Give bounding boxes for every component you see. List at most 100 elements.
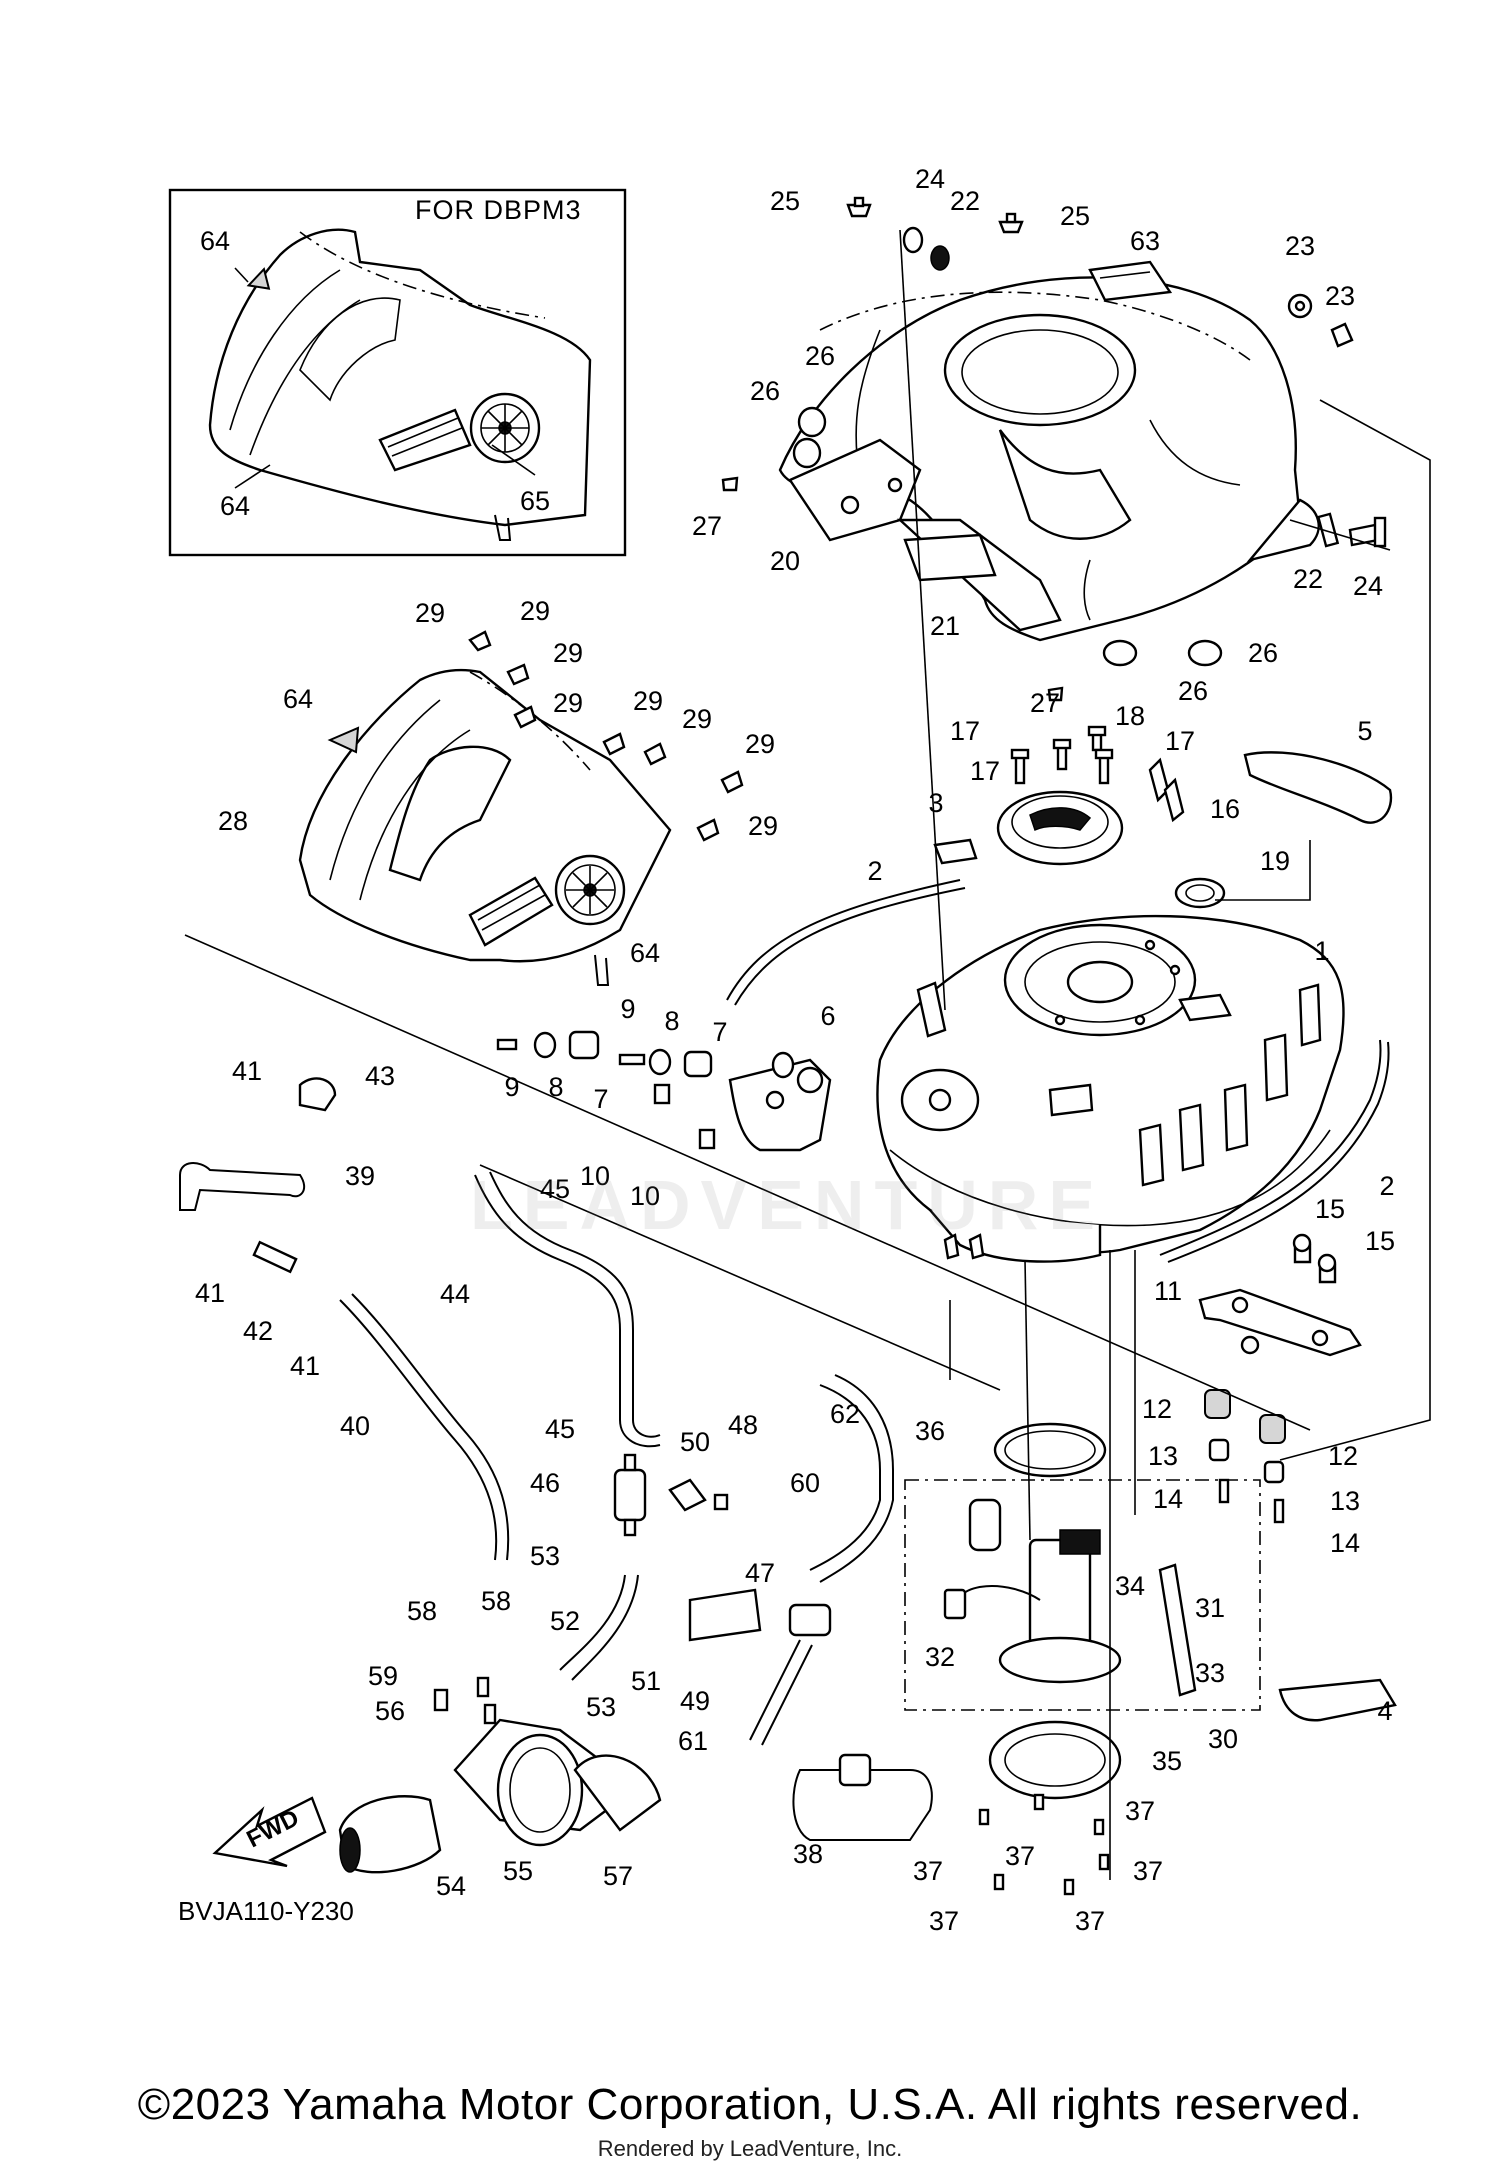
callout-label: 44 — [440, 1279, 470, 1309]
copyright-notice: ©2023 Yamaha Motor Corporation, U.S.A. A… — [137, 2080, 1363, 2129]
hose-parts — [179, 1077, 894, 1746]
callout-label: 17 — [1165, 726, 1195, 756]
callout-label: 37 — [913, 1856, 943, 1886]
callout-label: 40 — [340, 1411, 370, 1441]
callout-label: 25 — [1060, 201, 1090, 231]
callout-label: 41 — [290, 1351, 320, 1381]
callout-label: 29 — [682, 704, 712, 734]
callout-label: 19 — [1260, 846, 1290, 876]
callout-label: 29 — [415, 598, 445, 628]
callout-label: 41 — [195, 1278, 225, 1308]
callout-label: 27 — [1030, 688, 1060, 718]
callout-label: 30 — [1208, 1724, 1238, 1754]
callout-label: 23 — [1325, 281, 1355, 311]
callout-label: 64 — [200, 226, 230, 256]
callout-label: 12 — [1328, 1441, 1358, 1471]
callout-label: 24 — [1353, 571, 1383, 601]
callout-label: 49 — [680, 1686, 710, 1716]
callout-label: 17 — [970, 756, 1000, 786]
callout-label: 14 — [1153, 1484, 1183, 1514]
callout-label: 4 — [1377, 1696, 1392, 1726]
inset-panel: FOR DBPM3 — [168, 188, 627, 557]
callout-label: 63 — [1130, 226, 1160, 256]
callout-label: 2 — [1379, 1171, 1394, 1201]
callout-label: 23 — [1285, 231, 1315, 261]
callout-label: 61 — [678, 1726, 708, 1756]
callout-label: 65 — [520, 486, 550, 516]
callout-label: 11 — [1154, 1276, 1182, 1306]
callout-label: 37 — [1075, 1906, 1105, 1936]
upper-tank-cover — [778, 260, 1320, 642]
callout-label: 27 — [692, 511, 722, 541]
callout-label: 34 — [1115, 1571, 1145, 1601]
callout-label: 2 — [867, 856, 882, 886]
callout-label: 59 — [368, 1661, 398, 1691]
callout-label: 10 — [580, 1161, 610, 1191]
callout-label: 54 — [436, 1871, 466, 1901]
callout-label: 8 — [664, 1006, 679, 1036]
callout-label: 64 — [283, 684, 313, 714]
callout-label: 25 — [770, 186, 800, 216]
callout-label: 45 — [545, 1414, 575, 1444]
side-cover-28 — [298, 630, 744, 986]
callout-label: 39 — [345, 1161, 375, 1191]
callout-label: 53 — [530, 1541, 560, 1571]
callout-label: 53 — [586, 1692, 616, 1722]
callout-label: 26 — [805, 341, 835, 371]
callout-label: 50 — [680, 1427, 710, 1457]
callout-label: 31 — [1195, 1593, 1225, 1623]
callout-label: 57 — [603, 1861, 633, 1891]
callout-label: 43 — [365, 1061, 395, 1091]
callout-label: 7 — [593, 1084, 608, 1114]
callout-label: 56 — [375, 1696, 405, 1726]
callout-label: 29 — [553, 688, 583, 718]
callout-label: 13 — [1148, 1441, 1178, 1471]
callout-label: 7 — [712, 1017, 727, 1047]
callout-label: 22 — [950, 186, 980, 216]
callout-label: 64 — [630, 938, 660, 968]
filler-cap-parts — [933, 725, 1393, 909]
callout-label: 8 — [548, 1072, 563, 1102]
seal-2-left — [726, 879, 966, 1006]
top-fasteners — [721, 196, 1387, 702]
callout-label: 64 — [220, 491, 250, 521]
callout-label: 29 — [748, 811, 778, 841]
callout-label: 37 — [1133, 1856, 1163, 1886]
callout-label: 35 — [1152, 1746, 1182, 1776]
callout-label: 37 — [1005, 1841, 1035, 1871]
callout-label: 47 — [745, 1558, 775, 1588]
callout-label: 17 — [950, 716, 980, 746]
front-bracket-6 — [496, 1030, 832, 1152]
callout-label: 37 — [929, 1906, 959, 1936]
callout-label: 60 — [790, 1468, 820, 1498]
callout-label: 46 — [530, 1468, 560, 1498]
callout-label: 6 — [820, 1001, 835, 1031]
callout-label: 45 — [540, 1174, 570, 1204]
forward-arrow: FWD — [212, 1796, 327, 1868]
callout-label: 58 — [481, 1586, 511, 1616]
canister-assembly — [338, 1676, 662, 1874]
callout-label: 29 — [520, 596, 550, 626]
callout-label: 42 — [243, 1316, 273, 1346]
callout-label: 29 — [553, 638, 583, 668]
callout-label: 26 — [750, 376, 780, 406]
callout-label: 62 — [830, 1399, 860, 1429]
leader-lines — [184, 229, 1431, 1880]
callout-label: 3 — [928, 788, 943, 818]
rendered-by-note: Rendered by LeadVenture, Inc. — [597, 2136, 903, 2161]
diagram-code: BVJA110-Y230 — [178, 1896, 354, 1926]
callout-label: 1 — [1314, 936, 1329, 966]
callout-label: 22 — [1293, 564, 1323, 594]
callout-label: 48 — [728, 1410, 758, 1440]
callout-label: 16 — [1210, 794, 1240, 824]
callout-label: 29 — [745, 729, 775, 759]
callout-label: 36 — [915, 1416, 945, 1446]
callout-label: 5 — [1357, 716, 1372, 746]
callout-label: 15 — [1365, 1226, 1395, 1256]
fuel-pump-assembly — [792, 1422, 1397, 1896]
callout-label: 24 — [915, 164, 945, 194]
callout-label: 18 — [1115, 701, 1145, 731]
